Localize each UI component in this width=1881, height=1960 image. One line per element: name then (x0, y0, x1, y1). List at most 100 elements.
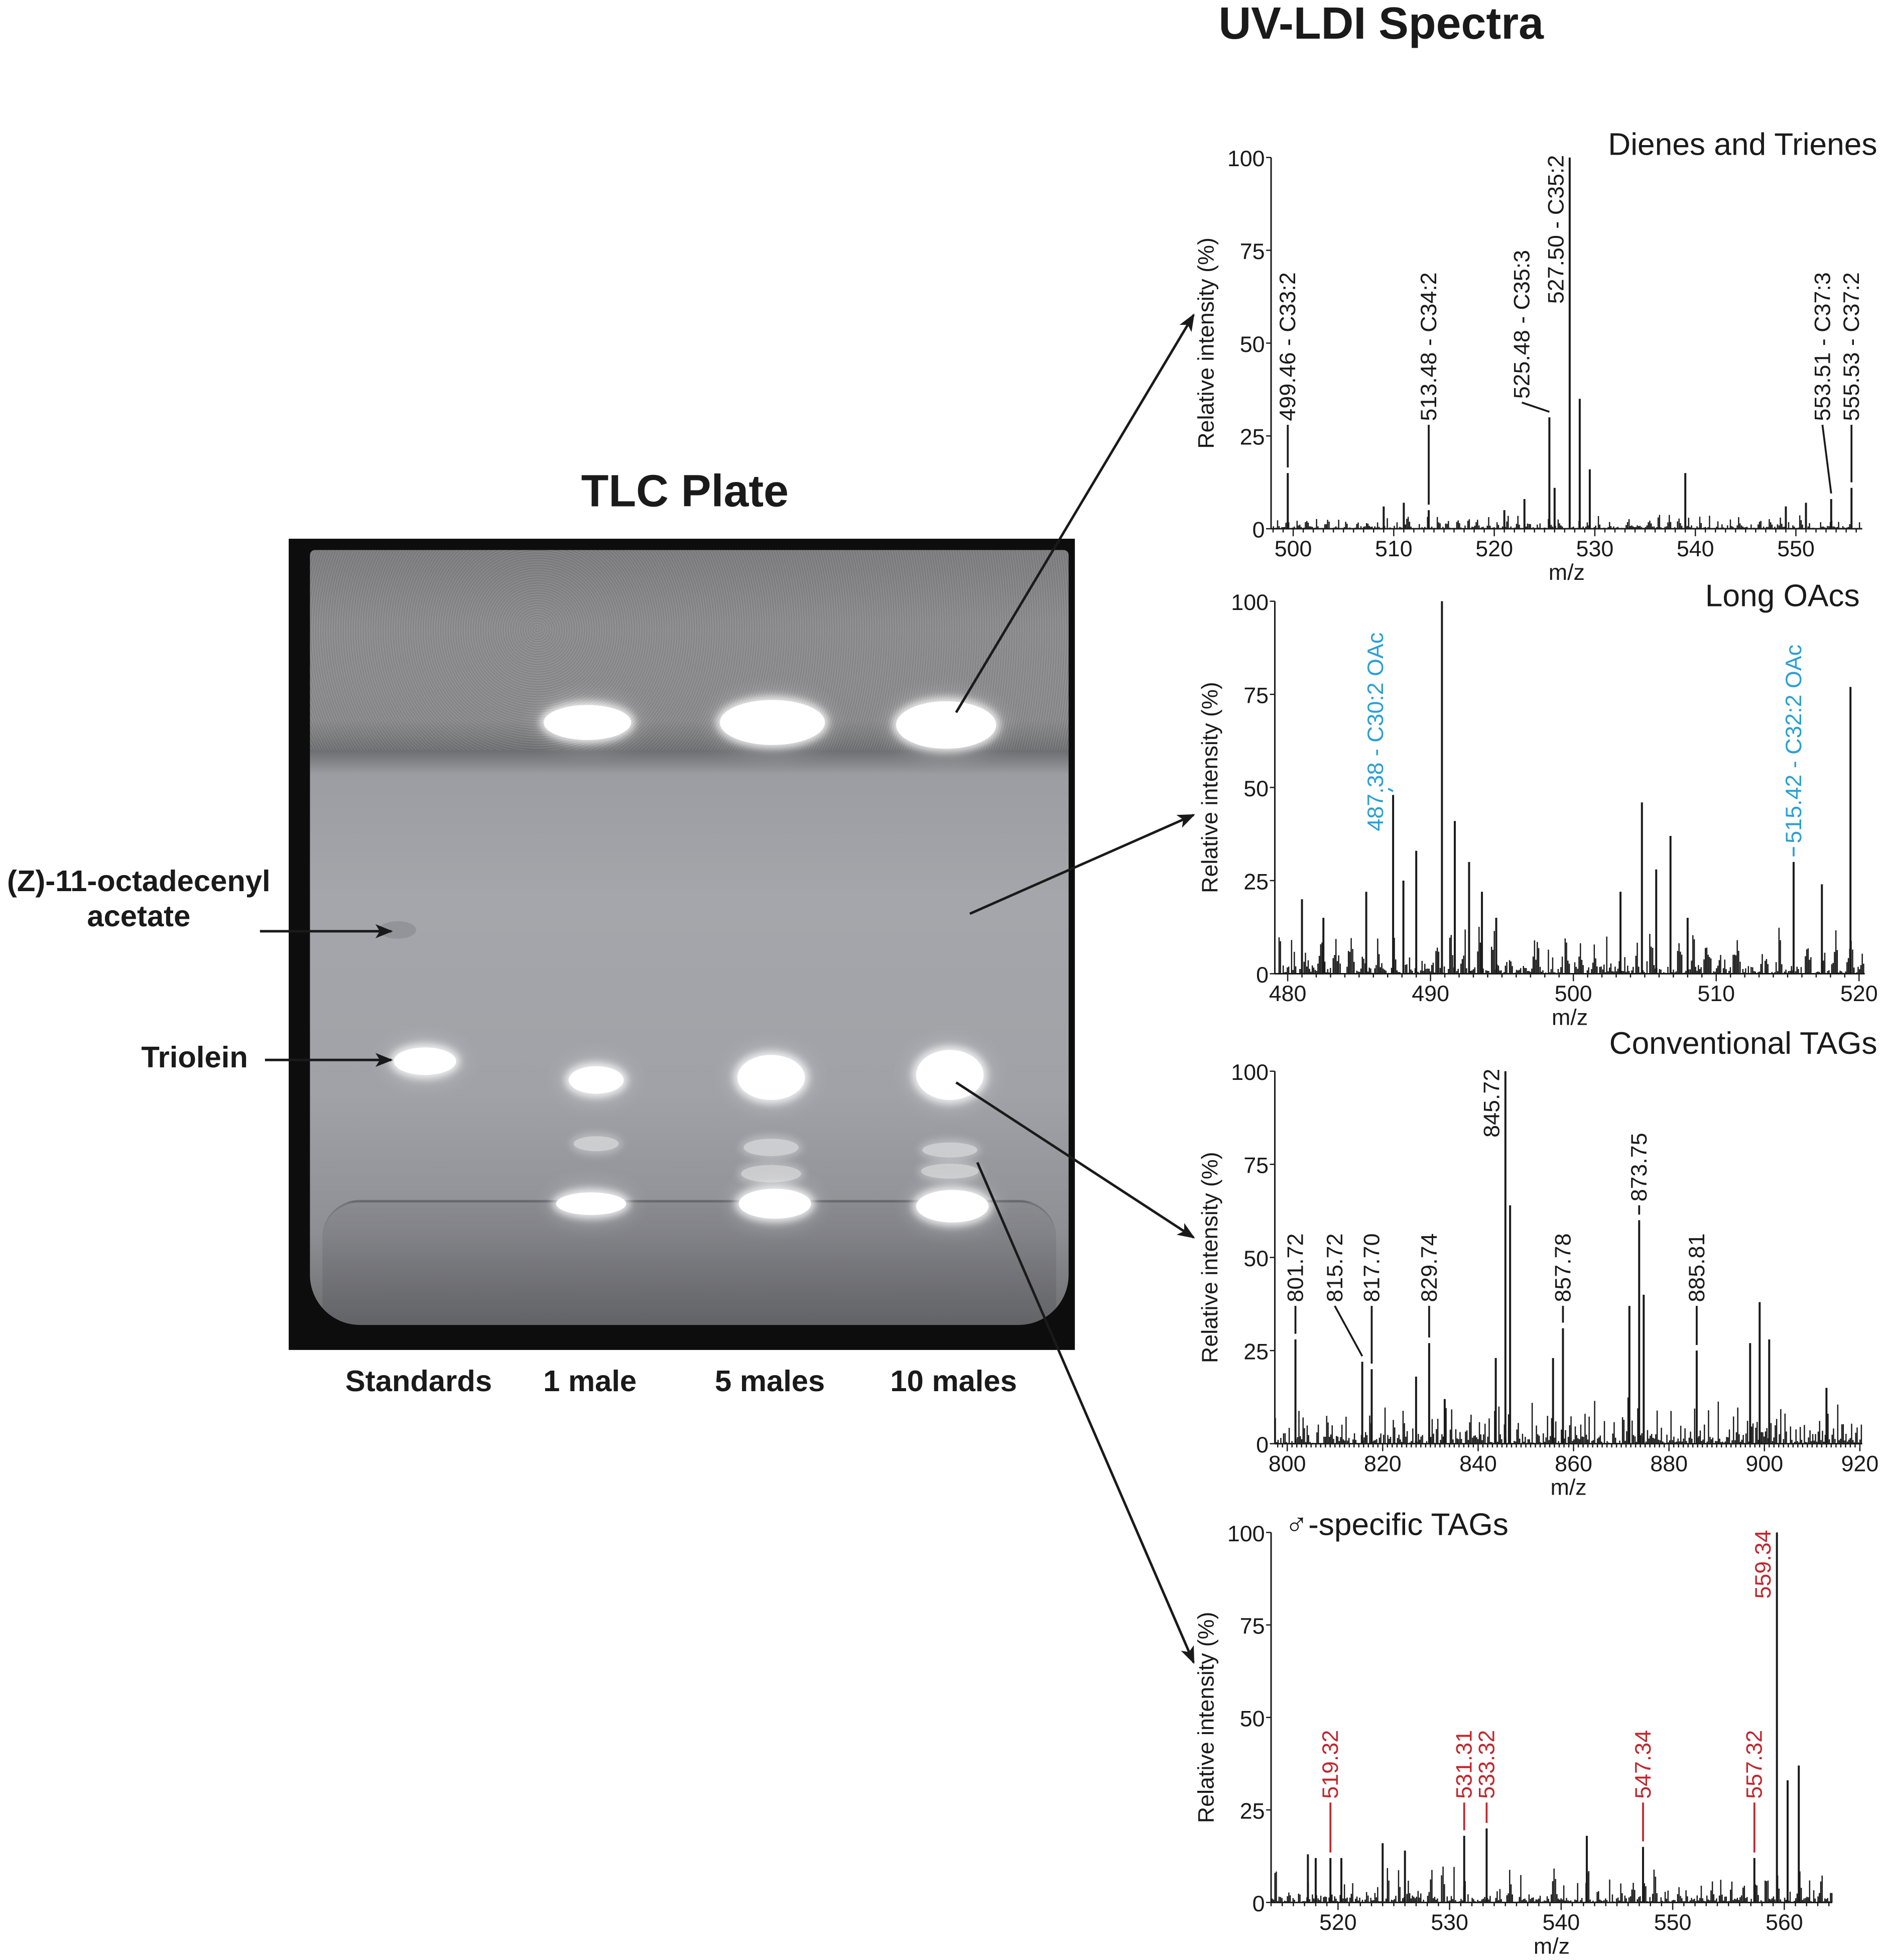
y-axis-label: Relative intensity (%) (1197, 1152, 1222, 1363)
y-tick-label: 50 (1243, 776, 1269, 801)
y-tick-label: 75 (1240, 1614, 1265, 1639)
x-tick-label: 800 (1269, 1451, 1306, 1476)
panel-title: Dienes and Trienes (1608, 128, 1877, 162)
x-axis-label: m/z (1534, 1933, 1570, 1958)
lane-label-10-males: 10 males (890, 1365, 1017, 1399)
tlc-title: TLC Plate (581, 465, 789, 517)
peak-label: 845.72 (1479, 1069, 1504, 1138)
y-tick-label: 100 (1231, 1060, 1269, 1085)
peak-label: 527.50 - C35:2 (1543, 155, 1568, 304)
lane-label-5-males: 5 males (715, 1365, 825, 1399)
spectrum-noise (1275, 927, 1864, 974)
peak-label: 531.31 (1452, 1730, 1477, 1799)
y-tick-label: 25 (1243, 869, 1269, 894)
spot-5males-tag1 (737, 1055, 805, 1100)
tlc-plate-image (289, 539, 1075, 1350)
y-tick-label: 0 (1252, 1891, 1265, 1916)
triolein-label: Triolein (141, 1041, 248, 1075)
peak-label: 519.32 (1318, 1730, 1343, 1799)
y-tick-label: 75 (1243, 1153, 1269, 1178)
x-tick-label: 880 (1650, 1451, 1688, 1476)
x-tick-label: 530 (1431, 1910, 1468, 1935)
x-tick-label: 550 (1777, 536, 1815, 561)
x-tick-label: 530 (1576, 536, 1614, 561)
spot-5males-top (720, 700, 825, 745)
x-tick-label: 520 (1475, 536, 1513, 561)
x-tick-label: 920 (1841, 1451, 1879, 1476)
x-tick-label: 860 (1555, 1451, 1592, 1476)
panel-title: Conventional TAGs (1609, 1026, 1877, 1061)
y-tick-label: 100 (1227, 146, 1265, 171)
peak-label: 513.48 - C34:2 (1416, 272, 1441, 421)
spot-1male-tag1 (568, 1066, 624, 1094)
spot-10males-top (896, 701, 996, 749)
spot-1male-tag2 (573, 1136, 619, 1152)
y-axis-label: Relative intensity (%) (1197, 682, 1222, 893)
peak-label: 555.53 - C37:2 (1839, 272, 1864, 421)
spectra-title: UV-LDI Spectra (1218, 0, 1544, 49)
spot-5males-tag3 (741, 1165, 801, 1183)
x-tick-label: 540 (1542, 1910, 1580, 1935)
panel-title: ♂-specific TAGs (1285, 1507, 1509, 1542)
spot-10males-tag3 (921, 1163, 979, 1179)
peak-label: 817.70 (1359, 1234, 1384, 1302)
peak-leader-line (1821, 424, 1832, 494)
acetate-label-line1: (Z)-11-octadecenyl (7, 865, 271, 899)
y-tick-label: 75 (1240, 239, 1265, 264)
y-tick-label: 75 (1243, 683, 1269, 708)
lane-label-standards: Standards (345, 1365, 492, 1399)
x-tick-label: 500 (1555, 981, 1592, 1006)
spot-1male-top (544, 705, 632, 740)
peak-label: 557.32 (1742, 1730, 1767, 1799)
x-tick-label: 540 (1677, 536, 1714, 561)
spot-5males-tag2 (743, 1139, 799, 1156)
y-tick-label: 100 (1227, 1521, 1265, 1546)
peak-label: 533.32 (1474, 1730, 1499, 1799)
y-tick-label: 100 (1231, 590, 1269, 615)
plate-bottom-shade (322, 1200, 1056, 1325)
peak-label: 547.34 (1631, 1730, 1656, 1799)
x-tick-label: 550 (1654, 1910, 1692, 1935)
peak-label: 559.34 (1750, 1530, 1776, 1599)
y-tick-label: 50 (1240, 1706, 1265, 1731)
acetate-label-line2: acetate (87, 900, 191, 934)
x-axis-label: m/z (1549, 560, 1585, 585)
peak-label: 873.75 (1626, 1133, 1652, 1201)
peak-label: 487.38 - C30:2 OAc (1363, 633, 1388, 831)
peak-leader-line (1334, 1305, 1363, 1357)
spot-10males-tag4 (916, 1190, 989, 1222)
peak-leader-line (1522, 401, 1550, 413)
y-tick-label: 25 (1240, 1799, 1265, 1824)
peak-label: 829.74 (1417, 1234, 1442, 1302)
x-tick-label: 510 (1375, 536, 1413, 561)
y-tick-label: 0 (1256, 1432, 1269, 1457)
x-tick-label: 560 (1766, 1910, 1803, 1935)
arrow-to-male-tags (976, 1162, 1195, 1664)
y-tick-label: 50 (1243, 1246, 1269, 1271)
y-tick-label: 50 (1240, 332, 1265, 357)
peak-label: 815.72 (1322, 1234, 1347, 1302)
y-tick-label: 0 (1256, 962, 1269, 988)
spectrum-noise (1275, 1397, 1862, 1444)
y-tick-label: 25 (1240, 425, 1265, 450)
x-tick-label: 500 (1275, 536, 1312, 561)
spectrum-noise (1272, 1866, 1833, 1903)
arrow-to-conventional-tags (955, 1081, 1195, 1239)
y-axis-label: Relative intensity (%) (1193, 1612, 1218, 1823)
spot-triolein-standard (394, 1047, 456, 1075)
peak-label: 801.72 (1283, 1234, 1308, 1302)
spot-10males-tag2 (922, 1142, 977, 1158)
y-axis-label: Relative intensity (%) (1193, 237, 1218, 449)
peak-label: 499.46 - C33:2 (1275, 272, 1300, 421)
x-tick-label: 510 (1697, 981, 1735, 1006)
acetate-label: (Z)-11-octadecenyl acetate (0, 865, 278, 935)
x-tick-label: 490 (1412, 981, 1449, 1006)
x-tick-label: 900 (1745, 1451, 1783, 1476)
peak-leader-line (1388, 788, 1394, 792)
peak-label: 515.42 - C32:2 OAc (1781, 645, 1806, 843)
